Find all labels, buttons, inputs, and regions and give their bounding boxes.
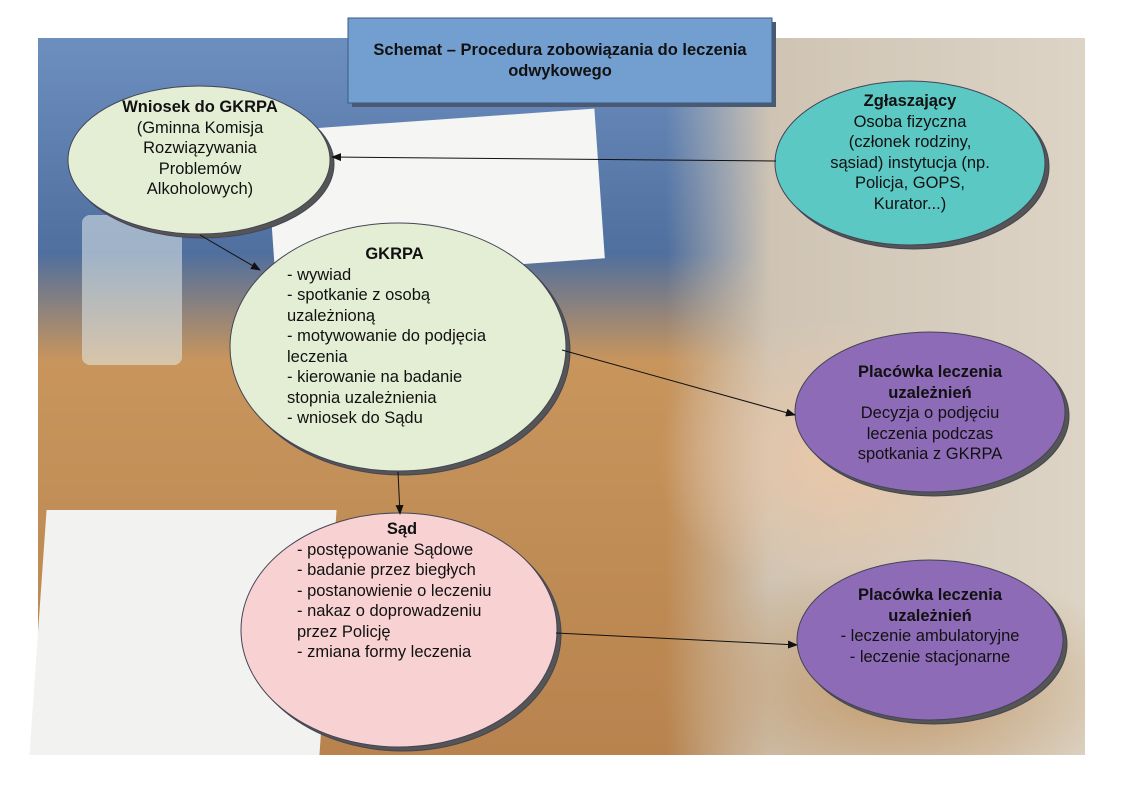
sad-item: - postępowanie Sądowe	[297, 540, 474, 559]
placowka2-item: - leczenie stacjonarne	[849, 647, 1011, 666]
arrow-sad-to-placowka2	[555, 632, 798, 649]
node-wniosek	[67, 85, 331, 235]
sad-item: - postanowienie o leczeniu	[297, 581, 492, 600]
sad-heading: Sąd	[386, 520, 418, 538]
zglaszajacy-body: Osoba fizyczna (członek rodziny, sąsiad)…	[830, 112, 990, 213]
node-zglaszajacy	[774, 80, 1046, 246]
gkrpa-item: - spotkanie z osobą uzależnioną	[287, 286, 431, 325]
gkrpa-item: - motywowanie do podjęcia leczenia	[287, 327, 487, 366]
placowka2-item: - leczenie ambulatoryjne	[840, 627, 1020, 645]
gkrpa-item: - kierowanie na badanie stopnia uzależni…	[287, 368, 463, 407]
placowka1-body: Decyzja o podjęciu leczenia podczas spot…	[857, 404, 1003, 463]
arrow-wniosek-to-gkrpa	[199, 234, 261, 271]
wniosek-body: (Gminna Komisja Rozwiązywania Problemów …	[136, 118, 264, 199]
arrow-zglaszajacy-to-wniosek	[331, 153, 777, 162]
background-glass	[82, 215, 182, 365]
placowka1-heading: Placówka leczenia uzależnień	[858, 363, 1002, 402]
arrow-gkrpa-to-sad	[395, 471, 404, 515]
gkrpa-text: GKRPA - wywiad - spotkanie z osobą uzale…	[287, 244, 502, 429]
sad-text: Sąd - postępowanie Sądowe - badanie prze…	[297, 519, 507, 663]
zglaszajacy-text: Zgłaszający Osoba fizyczna (członek rodz…	[830, 91, 990, 214]
title-box	[347, 17, 773, 104]
sad-item: - zmiana formy leczenia	[297, 643, 472, 661]
sad-item: - badanie przez biegłych	[297, 561, 476, 579]
gkrpa-heading: GKRPA	[365, 245, 424, 263]
node-placowka2	[796, 559, 1064, 721]
gkrpa-item: - wywiad	[287, 265, 352, 284]
wniosek-text: Wniosek do GKRPA (Gminna Komisja Rozwiąz…	[110, 97, 290, 200]
wniosek-heading: Wniosek do GKRPA	[122, 98, 278, 116]
placowka2-heading: Placówka leczenia uzależnień	[858, 586, 1002, 625]
sad-item: - nakaz o doprowadzeniu przez Policję	[297, 602, 482, 641]
node-gkrpa	[229, 222, 567, 472]
arrow-gkrpa-to-placowka1	[561, 349, 796, 417]
zglaszajacy-heading: Zgłaszający	[863, 92, 957, 110]
gkrpa-item: - wniosek do Sądu	[287, 409, 423, 427]
placowka2-text: Placówka leczenia uzależnień - leczenie …	[840, 585, 1020, 667]
diagram-title: Schemat – Procedura zobowiązania do lecz…	[373, 40, 747, 80]
placowka1-text: Placówka leczenia uzależnień Decyzja o p…	[840, 362, 1020, 465]
